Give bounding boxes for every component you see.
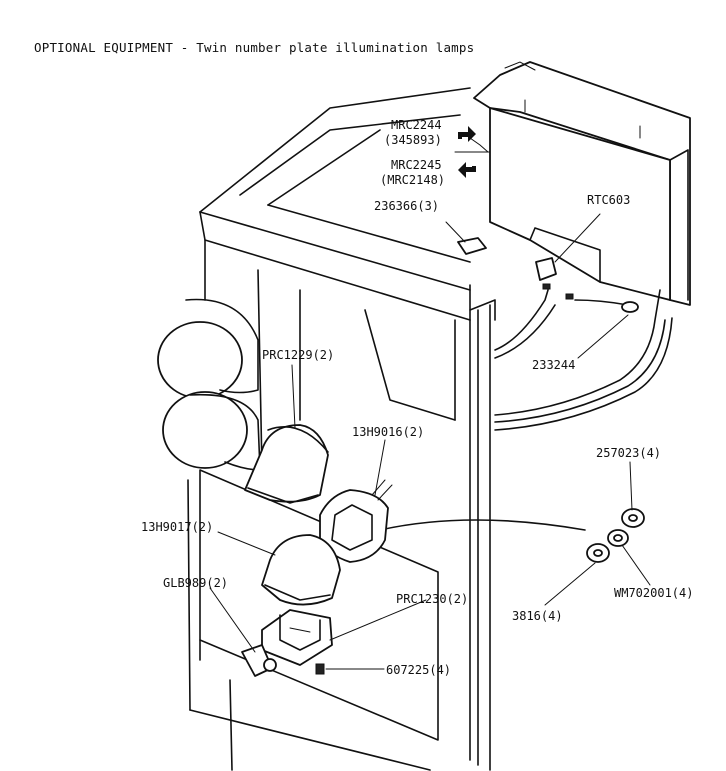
lamp-base-prc1230 — [261, 609, 333, 666]
lamp-prc1229 — [244, 424, 329, 504]
label-mrc2245: MRC2245 — [391, 158, 442, 172]
label-prc1229: PRC1229(2) — [262, 348, 335, 362]
screw-607225 — [315, 663, 325, 675]
label-glb989: GLB989(2) — [163, 576, 229, 590]
lamp-cover-bracket — [473, 61, 691, 306]
label-3816: 3816(4) — [512, 609, 563, 623]
body-panel-outline — [187, 87, 496, 771]
lamp-13h9017 — [261, 534, 341, 606]
label-mrc2244-alt: (345893) — [384, 133, 442, 147]
arrow-left-icon — [458, 162, 476, 178]
label-rtc603: RTC603 — [587, 193, 631, 207]
label-233244: 233244 — [532, 358, 576, 372]
diagram-caption: OPTIONAL EQUIPMENT - Twin number plate i… — [34, 40, 475, 55]
arrow-right-icon — [458, 126, 476, 142]
label-257023: 257023(4) — [596, 446, 662, 460]
label-236366: 236366(3) — [374, 199, 440, 213]
fixings — [586, 508, 645, 563]
rear-lamp-pair — [157, 298, 261, 471]
label-13h9016: 13H9016(2) — [352, 425, 425, 439]
label-mrc2245-alt: (MRC2148) — [380, 173, 446, 187]
bulb-glb989 — [241, 644, 277, 677]
label-607225: 607225(4) — [386, 663, 452, 677]
label-wm702001: WM702001(4) — [614, 586, 694, 600]
label-prc1230: PRC1230(2) — [396, 592, 469, 606]
leader-lines — [209, 137, 651, 670]
wiring-harness — [379, 283, 673, 531]
label-13h9017: 13H9017(2) — [141, 520, 214, 534]
label-mrc2244: MRC2244 — [391, 118, 442, 132]
